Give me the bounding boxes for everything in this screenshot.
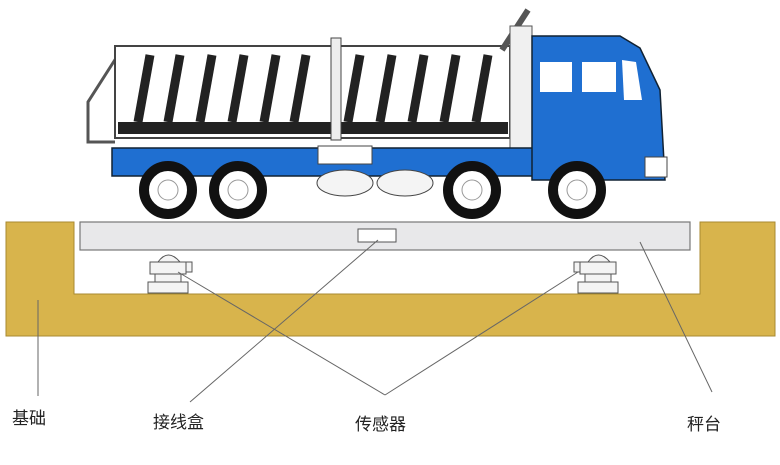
leader-sensor-left bbox=[177, 271, 386, 396]
label-sensor: 传感器 bbox=[355, 415, 406, 435]
label-junction-box: 接线盒 bbox=[153, 413, 204, 433]
leader-junction-box bbox=[189, 239, 379, 403]
junction-box bbox=[357, 228, 397, 243]
foundation bbox=[5, 221, 776, 337]
label-foundation: 基础 bbox=[12, 409, 46, 429]
sensor-right bbox=[573, 254, 619, 294]
dump-truck bbox=[86, 8, 668, 219]
leader-lines bbox=[37, 239, 713, 403]
leader-sensor-right bbox=[384, 271, 579, 396]
label-platform: 秤台 bbox=[687, 415, 721, 435]
leader-platform bbox=[639, 241, 713, 393]
sensor-left bbox=[147, 254, 193, 294]
